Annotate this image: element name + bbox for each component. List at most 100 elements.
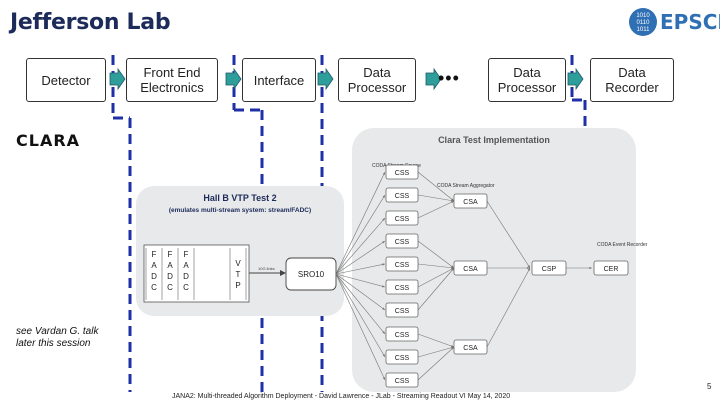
fadc2-a: A [167, 261, 173, 270]
css-6-box [385, 279, 419, 295]
flow-link [417, 240, 455, 269]
flow-link [417, 267, 455, 288]
clara-test-title: Clara Test Implementation [438, 135, 550, 145]
flow-link [335, 273, 386, 358]
jefferson-lab-logo: Jefferson Lab [10, 10, 171, 35]
flow-link [335, 273, 386, 288]
badge-bits-2: 0110 [637, 20, 651, 26]
fadc2-d: D [167, 272, 173, 281]
vtp-t: T [236, 270, 241, 279]
css-3-box [385, 210, 419, 226]
page-number: 5 [707, 382, 712, 391]
css-10-box [385, 372, 419, 388]
badge-bits-1: 1010 [636, 13, 650, 19]
csa-1-box [453, 193, 488, 209]
flow-arrowhead [527, 268, 530, 271]
stage-data-processor-2: Data Processor [488, 58, 566, 102]
css-9-box [385, 349, 419, 365]
hallb-title: Hall B VTP Test 2 [203, 193, 276, 203]
sro10-label: SRO10 [298, 270, 325, 279]
css-1-box [385, 164, 419, 180]
flow-arrowhead [382, 285, 385, 288]
stage-data-processor-1: Data Processor [338, 58, 416, 102]
arrow-1-icon [109, 67, 126, 91]
flow-arrowhead [451, 344, 454, 348]
flow-link [417, 171, 455, 202]
csp-label: CSP [542, 266, 557, 273]
flow-arrowhead [382, 172, 385, 175]
flow-link [417, 194, 455, 202]
vtp-v: V [235, 259, 241, 268]
flow-link [335, 273, 386, 381]
flow-link [486, 200, 531, 269]
fadc1-d: D [151, 272, 157, 281]
css-1-label: CSS [395, 170, 410, 177]
flow-arrowhead [382, 377, 385, 380]
flow-link [335, 263, 386, 275]
css-5-label: CSS [395, 262, 410, 269]
stage-detector: Detector [26, 58, 106, 102]
flow-arrowhead [382, 307, 385, 310]
css-4-label: CSS [395, 239, 410, 246]
crate-box [143, 244, 250, 303]
cer-box [593, 260, 629, 276]
css-9-label: CSS [395, 355, 410, 362]
clara-test-panel [352, 128, 636, 392]
cer-label: CER [604, 266, 619, 273]
footer-text: JANA2: Multi-threaded Algorithm Deployme… [172, 393, 511, 400]
flow-link [335, 240, 386, 275]
csa-2-label: CSA [463, 266, 478, 273]
clara-network: CSSCSSCSSCSSCSSCSSCSSCSSCSSCSSCSACSACSAC… [335, 164, 629, 388]
css-7-box [385, 302, 419, 318]
pipeline-ellipsis: ••• [438, 68, 460, 88]
csa-1-label: CSA [463, 199, 478, 206]
flow-link [417, 346, 455, 381]
fadc2-c: C [167, 283, 173, 292]
css-5-box [385, 256, 419, 272]
flow-arrowhead [451, 347, 454, 350]
css-2-label: CSS [395, 193, 410, 200]
aggregator-label: CODA Stream Aggregator [437, 183, 495, 189]
epsci-badge-icon: 1010 0110 1011 [629, 8, 657, 36]
flow-arrowhead [382, 263, 385, 266]
arrow-2-icon [225, 67, 242, 91]
flow-link [335, 194, 386, 275]
flow-link [417, 267, 455, 311]
css-8-box [385, 326, 419, 342]
csa-2-box [453, 260, 488, 276]
badge-bits-3: 1011 [637, 27, 651, 33]
flow-link [335, 171, 386, 275]
csp-box [531, 260, 567, 276]
flow-link [335, 273, 386, 335]
flow-arrowhead [382, 218, 385, 221]
fadc1-a: A [151, 261, 157, 270]
flow-arrowhead [451, 268, 454, 271]
flow-arrowhead [589, 266, 592, 270]
css-7-label: CSS [395, 308, 410, 315]
flow-link [417, 263, 455, 269]
stage-interface: Interface [242, 58, 316, 102]
hallb-subtitle: (emulates multi-stream system: stream/FA… [169, 207, 311, 214]
flow-link [335, 217, 386, 275]
epsci-logo: EPSCI [660, 10, 720, 34]
fadc3-c: C [183, 283, 189, 292]
arrow-3-icon [317, 67, 334, 91]
csa-3-box [453, 339, 488, 355]
flow-arrowhead [527, 265, 530, 268]
arrow-5-icon [567, 67, 584, 91]
vtp-p: P [235, 281, 240, 290]
fadc3-f: F [184, 250, 189, 259]
css-10-label: CSS [395, 378, 410, 385]
session-note: see Vardan G. talk later this session [16, 326, 99, 349]
fadc3-a: A [183, 261, 189, 270]
fadc2-f: F [168, 250, 173, 259]
stage-front-end-electronics: Front End Electronics [126, 58, 218, 102]
flow-link [417, 333, 455, 348]
css-3-label: CSS [395, 216, 410, 223]
css-2-box [385, 187, 419, 203]
clara-label: CLARA [16, 131, 81, 150]
event-recorder-label: CODA Event Recorder [597, 242, 648, 248]
flow-link [417, 200, 455, 219]
